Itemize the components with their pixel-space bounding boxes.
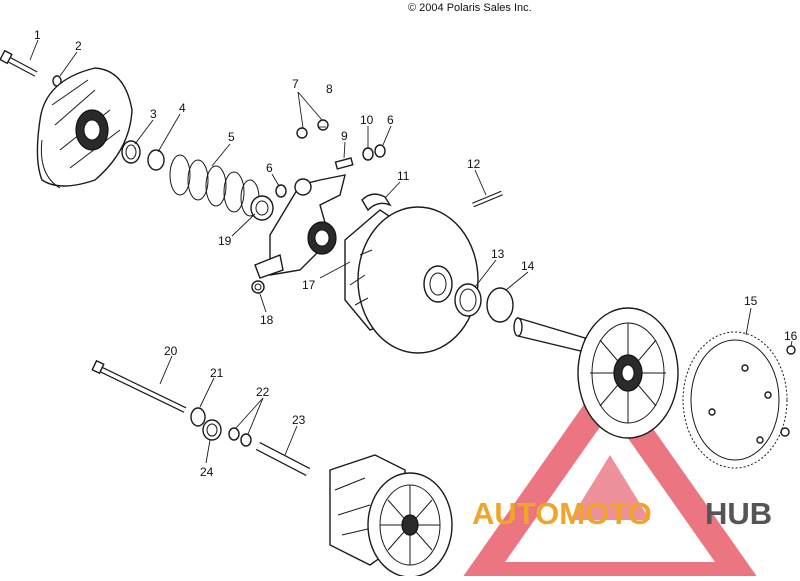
callout-13: 13 [491, 247, 505, 261]
part-6-roller-a [275, 184, 287, 198]
callout-6b: 6 [387, 113, 394, 127]
part-13-bushing [454, 283, 482, 317]
copyright-text: © 2004 Polaris Sales Inc. [408, 2, 532, 14]
watermark-text: AUTOMOTO HUB [472, 496, 772, 531]
part-5-spring [169, 154, 260, 217]
watermark-logo [459, 367, 761, 581]
assembled-clutch [329, 454, 453, 578]
callout-19: 19 [218, 234, 232, 248]
callout-10: 10 [360, 113, 374, 127]
callout-1: 1 [34, 28, 41, 42]
part-23-shaft [255, 442, 311, 476]
callout-21: 21 [210, 366, 224, 380]
moveable-sheave [344, 206, 479, 354]
callout-8: 8 [326, 82, 333, 96]
part-1-bolt [0, 49, 38, 77]
part-9-pin [334, 157, 354, 170]
callout-12: 12 [467, 157, 481, 171]
part-18-nut [251, 280, 265, 294]
callout-20: 20 [164, 344, 178, 358]
part-21-washer [190, 407, 206, 427]
part-3-bushing [121, 140, 141, 164]
part-11-bolt [361, 193, 392, 212]
watermark-part2: HUB [705, 496, 772, 531]
callout-16: 16 [784, 329, 798, 343]
part-14-ring [486, 287, 514, 323]
callouts: 1 2 3 4 5 6 6 7 8 9 10 11 12 13 14 15 16… [34, 28, 798, 479]
part-16-screw [780, 345, 796, 437]
part-10-bushing [362, 147, 374, 161]
callout-7: 7 [292, 77, 299, 91]
part-24-bushing [202, 419, 222, 441]
callout-2: 2 [75, 39, 82, 53]
part-22-ring-b [240, 433, 252, 447]
watermark-part1: AUTOMOTO [472, 496, 652, 531]
part-22-ring-a [228, 427, 240, 441]
part-7-8-pins [296, 119, 329, 139]
part-12-pin [472, 190, 503, 208]
callout-6a: 6 [266, 161, 273, 175]
callout-4: 4 [179, 101, 186, 115]
part-19-spring-cup [250, 195, 274, 221]
callout-23: 23 [292, 413, 306, 427]
callout-17: 17 [302, 278, 316, 292]
callout-9: 9 [341, 129, 348, 143]
spider-assembly [254, 174, 346, 279]
spider-cover [36, 67, 133, 189]
callout-14: 14 [521, 259, 535, 273]
part-15-ring-gear [682, 331, 788, 469]
leader-lines [29, 39, 793, 464]
part-4-ring [147, 149, 165, 171]
callout-18: 18 [260, 313, 274, 327]
part-20-bolt [91, 359, 187, 413]
fixed-sheave [513, 307, 679, 439]
callout-22: 22 [256, 385, 270, 399]
callout-15: 15 [744, 294, 758, 308]
callout-24: 24 [200, 465, 214, 479]
part-6-roller-b [374, 144, 386, 158]
callout-11: 11 [397, 169, 410, 183]
callout-3: 3 [150, 107, 157, 121]
callout-5: 5 [228, 130, 235, 144]
